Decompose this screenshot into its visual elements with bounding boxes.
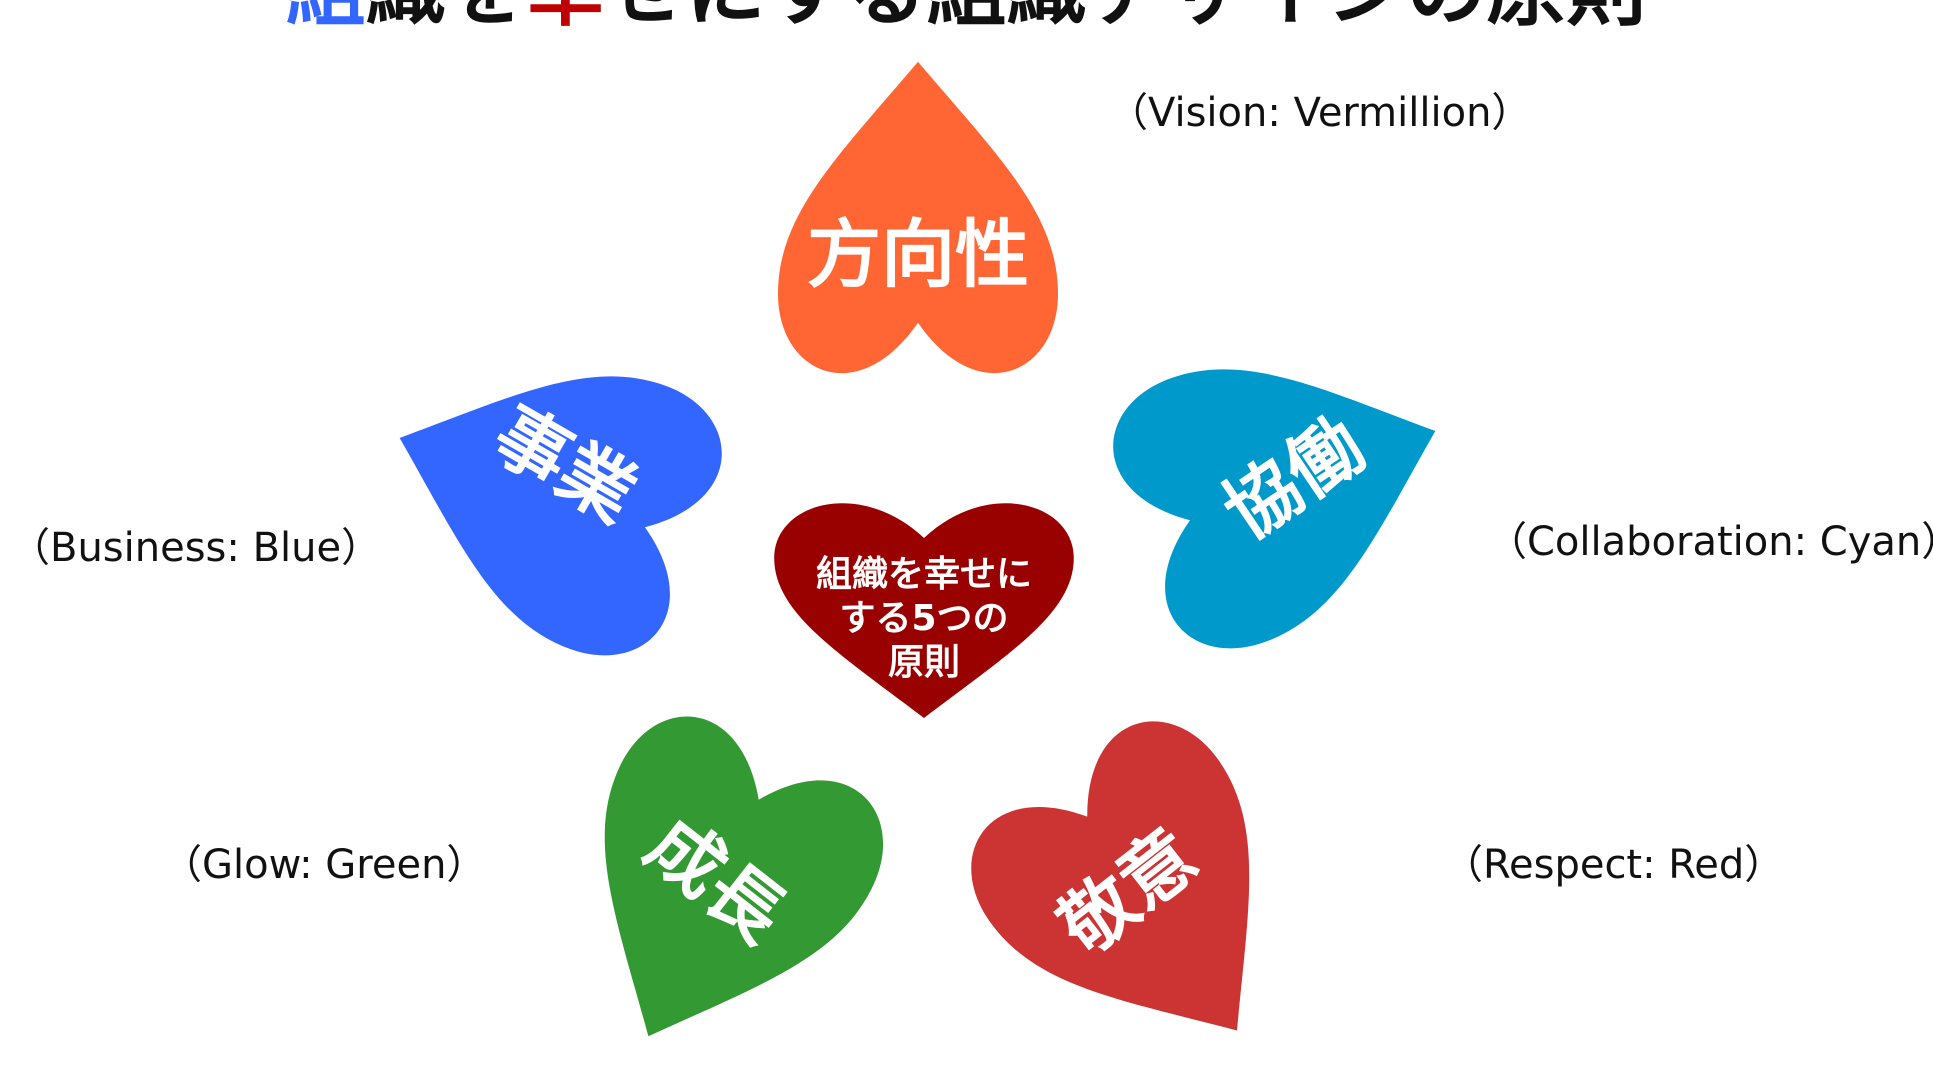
title-segment-1: 組 (286, 0, 366, 37)
center-label-line-2: する5つの (839, 598, 1008, 639)
title-segment-3: 幸 (526, 0, 606, 37)
caption-business: （Business: Blue） (10, 525, 382, 571)
page-title: 組織を幸せにする組織デザインの原則 (286, 0, 1647, 37)
caption-growth: （Glow: Green） (162, 842, 487, 888)
title-segment-2: 織を (366, 0, 526, 37)
caption-vision: （Vision: Vermillion） (1108, 90, 1532, 136)
petal-vision-label: 方向性 (807, 212, 1029, 298)
caption-respect: （Respect: Red） (1443, 842, 1785, 888)
center-label-line-1: 組織を幸せに (816, 554, 1032, 595)
title-segment-4: せにする組織デザインの原則 (606, 0, 1647, 37)
center-label-line-3: 原則 (888, 642, 960, 683)
caption-collaboration: （Collaboration: Cyan） (1487, 519, 1933, 565)
